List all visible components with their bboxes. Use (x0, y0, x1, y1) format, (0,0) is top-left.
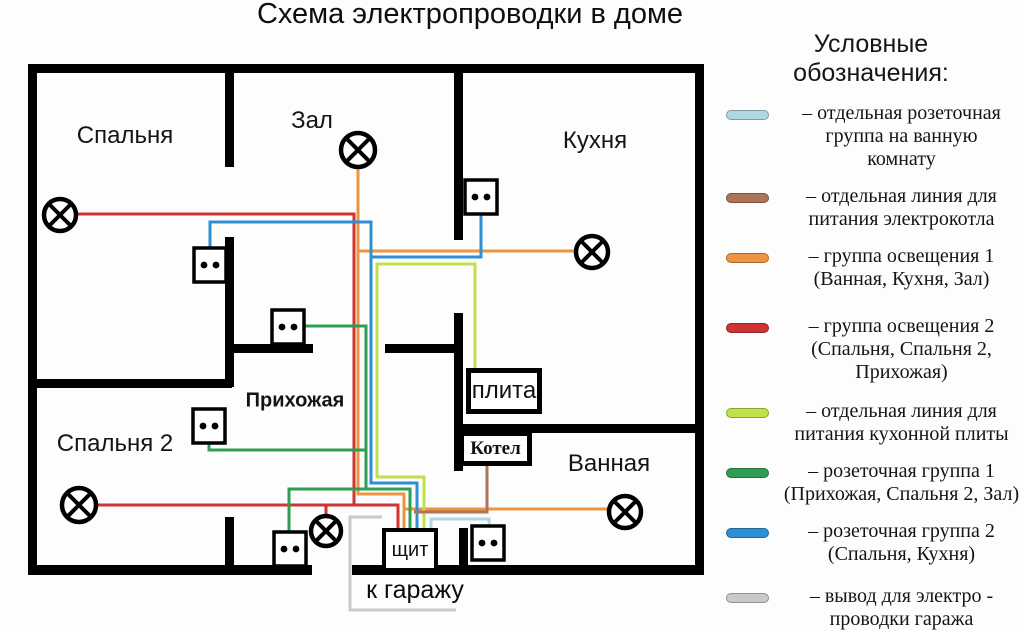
bedroom2-lamp-icon (59, 485, 99, 525)
electrical-panel-box: щит (382, 528, 438, 572)
legend-label-light_group1: – группа освещения 1(Ванная, Кухня, Зал) (808, 245, 995, 290)
legend-label-socket_group1: – розеточная группа 1(Прихожая, Спальня … (783, 460, 1020, 505)
page-title: Схема электропроводки в доме (256, 0, 684, 30)
wire-socket_group2 (371, 214, 483, 259)
wire-light_group2 (76, 212, 356, 505)
legend-swatch-socket_group1 (726, 468, 769, 478)
legend-item-socket_group1: – розеточная группа 1(Прихожая, Спальня … (720, 460, 1022, 506)
wire-socket_group1 (287, 487, 366, 533)
legend-swatch-light_group1 (726, 253, 769, 263)
room-label-bathroom: Ванная (567, 450, 651, 477)
legend-label-light_group2: – группа освещения 2(Спальня, Спальня 2,… (808, 315, 995, 383)
wire-socket_group1 (207, 443, 366, 452)
hallway-socket-icon (272, 530, 308, 568)
wire-socket_group2 (208, 220, 419, 530)
legend-swatch-bath_sockets (726, 110, 769, 120)
boiler-box: Котел (459, 431, 532, 466)
legend-label-socket_group2: – розеточная группа 2(Спальня, Кухня) (808, 520, 995, 565)
stove-box: плита (466, 368, 542, 414)
wire-bath_sockets (429, 517, 491, 530)
wire-light_group2 (97, 503, 400, 530)
room-label-kitchen: Кухня (562, 127, 628, 154)
legend-swatch-boiler_line (726, 193, 769, 203)
garage-exit-label: к гаражу (366, 576, 464, 604)
wires (76, 167, 611, 612)
legend-item-light_group1: – группа освещения 1(Ванная, Кухня, Зал) (720, 245, 1022, 291)
walls (28, 64, 704, 575)
legend-label-garage_line: – вывод для электро -проводки гаража (809, 585, 994, 630)
legend-swatch-socket_group2 (726, 528, 769, 538)
bedroom-socket-icon (192, 246, 228, 284)
bathroom-socket-icon (470, 524, 506, 562)
wire-boiler_line (414, 466, 489, 514)
room-label-bedroom2: Спальня 2 (56, 430, 174, 457)
legend-item-garage_line: – вывод для электро -проводки гаража (720, 585, 1022, 631)
legend-swatch-stove_line (726, 408, 769, 418)
hall-socket-icon (270, 308, 306, 346)
bedroom-lamp-icon (41, 196, 79, 234)
bathroom-lamp-icon (606, 493, 644, 531)
room-label-hallway: Прихожая (245, 389, 345, 412)
hallway-lamp-icon (308, 513, 344, 549)
wire-garage_line (348, 515, 456, 612)
wire-light_group1 (356, 167, 406, 530)
legend-swatch-light_group2 (726, 323, 769, 333)
hall-lamp-icon (338, 130, 378, 170)
kitchen-socket-icon (463, 178, 499, 216)
kitchen-lamp-icon (573, 233, 611, 271)
wire-stove_line (375, 262, 477, 530)
legend-swatch-garage_line (726, 593, 769, 603)
legend-item-light_group2: – группа освещения 2(Спальня, Спальня 2,… (720, 315, 1022, 384)
legend-item-socket_group2: – розеточная группа 2(Спальня, Кухня) (720, 520, 1022, 566)
room-label-hall: Зал (291, 107, 333, 134)
room-label-bedroom: Спальня (76, 122, 174, 149)
bedroom2-socket-icon (191, 407, 227, 445)
